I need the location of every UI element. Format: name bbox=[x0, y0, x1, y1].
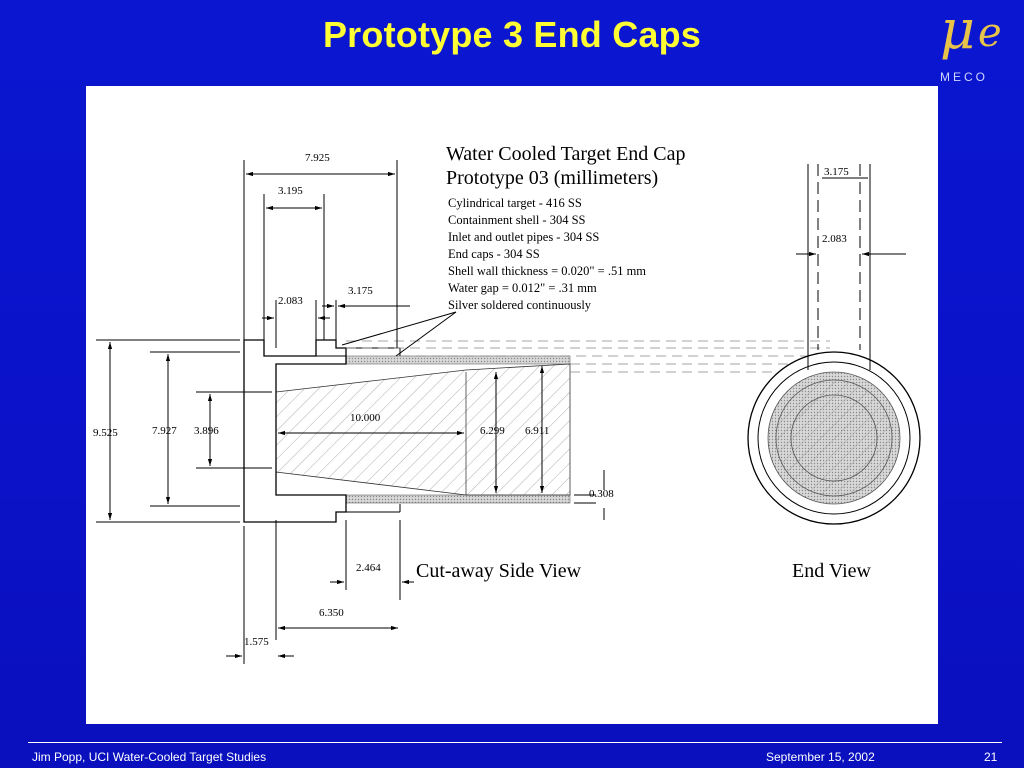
dim-2464: 2.464 bbox=[356, 562, 381, 574]
drawing-title-line1: Water Cooled Target End Cap bbox=[446, 143, 686, 165]
side-view-label: Cut-away Side View bbox=[416, 560, 582, 582]
dim-10000: 10.000 bbox=[350, 412, 381, 424]
meco-logo: μ e MECO bbox=[938, 0, 1018, 84]
logo-mu-symbol: μ bbox=[940, 0, 976, 61]
dim-1575: 1.575 bbox=[244, 636, 269, 648]
dim-end-2083: 2.083 bbox=[822, 233, 847, 245]
dim-6911: 6.911 bbox=[525, 425, 549, 437]
note-line-4: Shell wall thickness = 0.020" = .51 mm bbox=[448, 264, 646, 278]
slide-title: Prototype 3 End Caps bbox=[322, 14, 702, 55]
end-view bbox=[747, 164, 921, 525]
dim-3195: 3.195 bbox=[278, 185, 303, 197]
footer-author: Jim Popp, UCI Water-Cooled Target Studie… bbox=[32, 750, 267, 764]
drawing-title-line2: Prototype 03 (millimeters) bbox=[446, 167, 658, 189]
dim-3175: 3.175 bbox=[348, 285, 373, 297]
dim-9525: 9.525 bbox=[93, 427, 118, 439]
note-line-6: Silver soldered continuously bbox=[448, 298, 592, 312]
dim-2083: 2.083 bbox=[278, 295, 303, 307]
end-view-label: End View bbox=[792, 560, 872, 582]
note-line-1: Containment shell - 304 SS bbox=[448, 213, 586, 227]
shell-top-strip bbox=[345, 355, 571, 365]
dim-end-3175: 3.175 bbox=[824, 166, 849, 178]
note-line-2: Inlet and outlet pipes - 304 SS bbox=[448, 230, 599, 244]
note-line-5: Water gap = 0.012" = .31 mm bbox=[448, 281, 597, 295]
footer-date: September 15, 2002 bbox=[766, 750, 875, 764]
dim-3896: 3.896 bbox=[194, 425, 219, 437]
footer-divider bbox=[28, 742, 1002, 743]
note-line-0: Cylindrical target - 416 SS bbox=[448, 196, 582, 210]
logo-word: MECO bbox=[940, 70, 988, 84]
dim-6299: 6.299 bbox=[480, 425, 505, 437]
dim-6350: 6.350 bbox=[319, 607, 344, 619]
dim-7925: 7.925 bbox=[305, 152, 330, 164]
engineering-drawing: Water Cooled Target End Cap Prototype 03… bbox=[93, 143, 921, 664]
footer-page-number: 21 bbox=[984, 750, 998, 764]
note-line-3: End caps - 304 SS bbox=[448, 247, 540, 261]
projection-lines bbox=[346, 340, 830, 373]
shell-bottom-strip bbox=[345, 494, 571, 504]
dim-7927: 7.927 bbox=[152, 425, 177, 437]
dim-0308: 0.308 bbox=[589, 488, 614, 500]
logo-e-symbol: e bbox=[978, 10, 1002, 56]
drawing-panel: Water Cooled Target End Cap Prototype 03… bbox=[86, 86, 938, 724]
